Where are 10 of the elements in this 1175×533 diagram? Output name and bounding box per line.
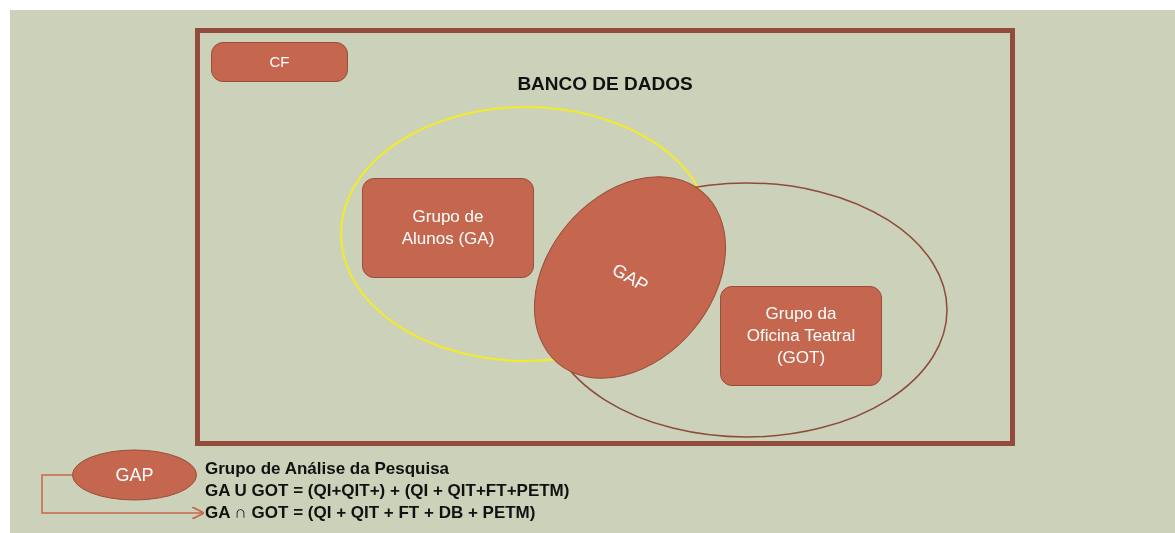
formula-text: GA U GOT = (QI+QIT+) + (QI + QIT+FT+PETM) <box>205 480 570 502</box>
group-box: Grupo da Oficina Teatral (GOT) <box>720 286 882 386</box>
group-box: CF <box>211 42 348 82</box>
formula-text: GA ∩ GOT = (QI + QIT + FT + DB + PETM) <box>205 502 765 524</box>
database-frame <box>195 28 1015 446</box>
ellipse-label: GAP <box>115 464 154 486</box>
group-box: Grupo de Alunos (GA) <box>362 178 534 278</box>
ellipse-caption: Grupo de Análise da Pesquisa <box>205 458 450 480</box>
arrow <box>41 474 206 520</box>
frame-title: BANCO DE DADOS <box>516 73 694 95</box>
